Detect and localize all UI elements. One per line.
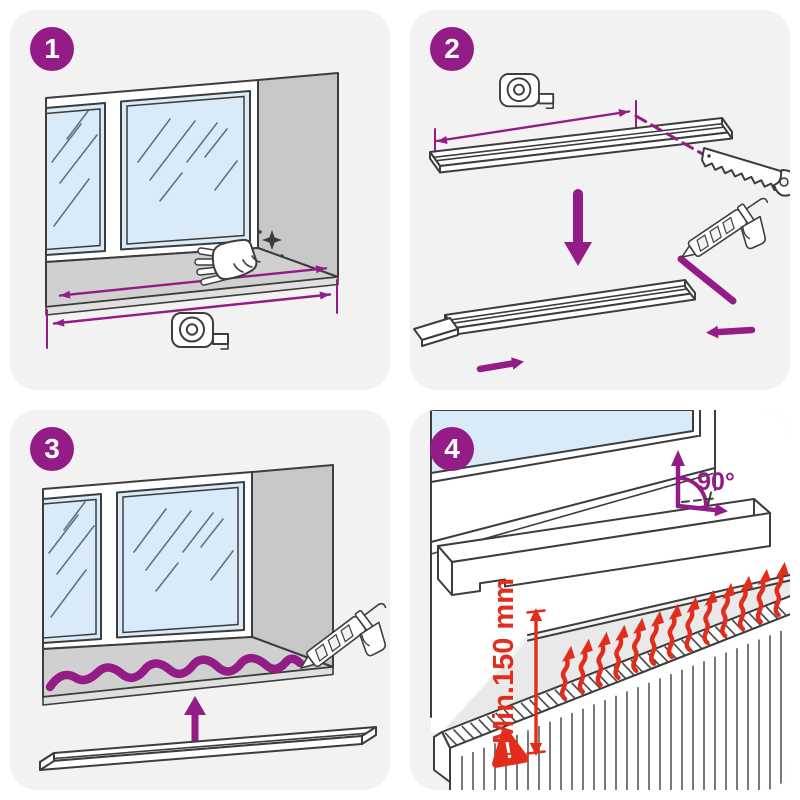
sill-board-bottom bbox=[444, 279, 696, 336]
slide-arrow-right bbox=[476, 357, 524, 373]
step3-illustration bbox=[39, 464, 390, 771]
step4-illustration: 90° Min.150 mm ! bbox=[430, 410, 790, 790]
adhesive-bead bbox=[45, 653, 305, 692]
step1-illustration bbox=[45, 72, 339, 350]
step-badge-1: 1 bbox=[30, 27, 74, 71]
cut-line bbox=[634, 114, 708, 158]
min-distance-label: Min.150 mm bbox=[488, 578, 520, 744]
angle-90-indicator: 90° bbox=[671, 450, 735, 517]
sill-board bbox=[437, 498, 771, 596]
tape-measure-icon bbox=[171, 312, 229, 350]
slide-arrow-left bbox=[706, 325, 756, 339]
end-cap bbox=[413, 317, 459, 347]
sill-board-top bbox=[429, 117, 733, 174]
warning-triangle-icon: ! bbox=[492, 728, 529, 768]
down-arrow bbox=[564, 189, 592, 266]
angle-label: 90° bbox=[697, 468, 735, 496]
panel-step-4: 90° Min.150 mm ! 4 bbox=[410, 410, 790, 790]
min-clearance: Min.150 mm bbox=[488, 578, 546, 756]
step-badge-2: 2 bbox=[430, 27, 474, 71]
panel-step-3: 3 bbox=[10, 410, 390, 790]
window bbox=[45, 72, 339, 316]
hand-saw-icon bbox=[701, 147, 790, 197]
up-arrow bbox=[184, 696, 206, 745]
sparkle-icon bbox=[262, 230, 282, 250]
panel-step-1: 1 bbox=[10, 10, 390, 390]
adhesive-bead bbox=[677, 255, 737, 305]
sill-width-arrow bbox=[58, 265, 328, 299]
step-badge-4: 4 bbox=[430, 427, 474, 471]
panel-step-2: 2 bbox=[410, 10, 790, 390]
width-measurement bbox=[46, 279, 338, 349]
tape-measure-icon bbox=[499, 73, 555, 110]
step2-illustration bbox=[413, 73, 790, 373]
step-badge-3: 3 bbox=[30, 427, 74, 471]
cleaning-hand-icon bbox=[194, 230, 284, 286]
sill-board bbox=[39, 726, 377, 771]
